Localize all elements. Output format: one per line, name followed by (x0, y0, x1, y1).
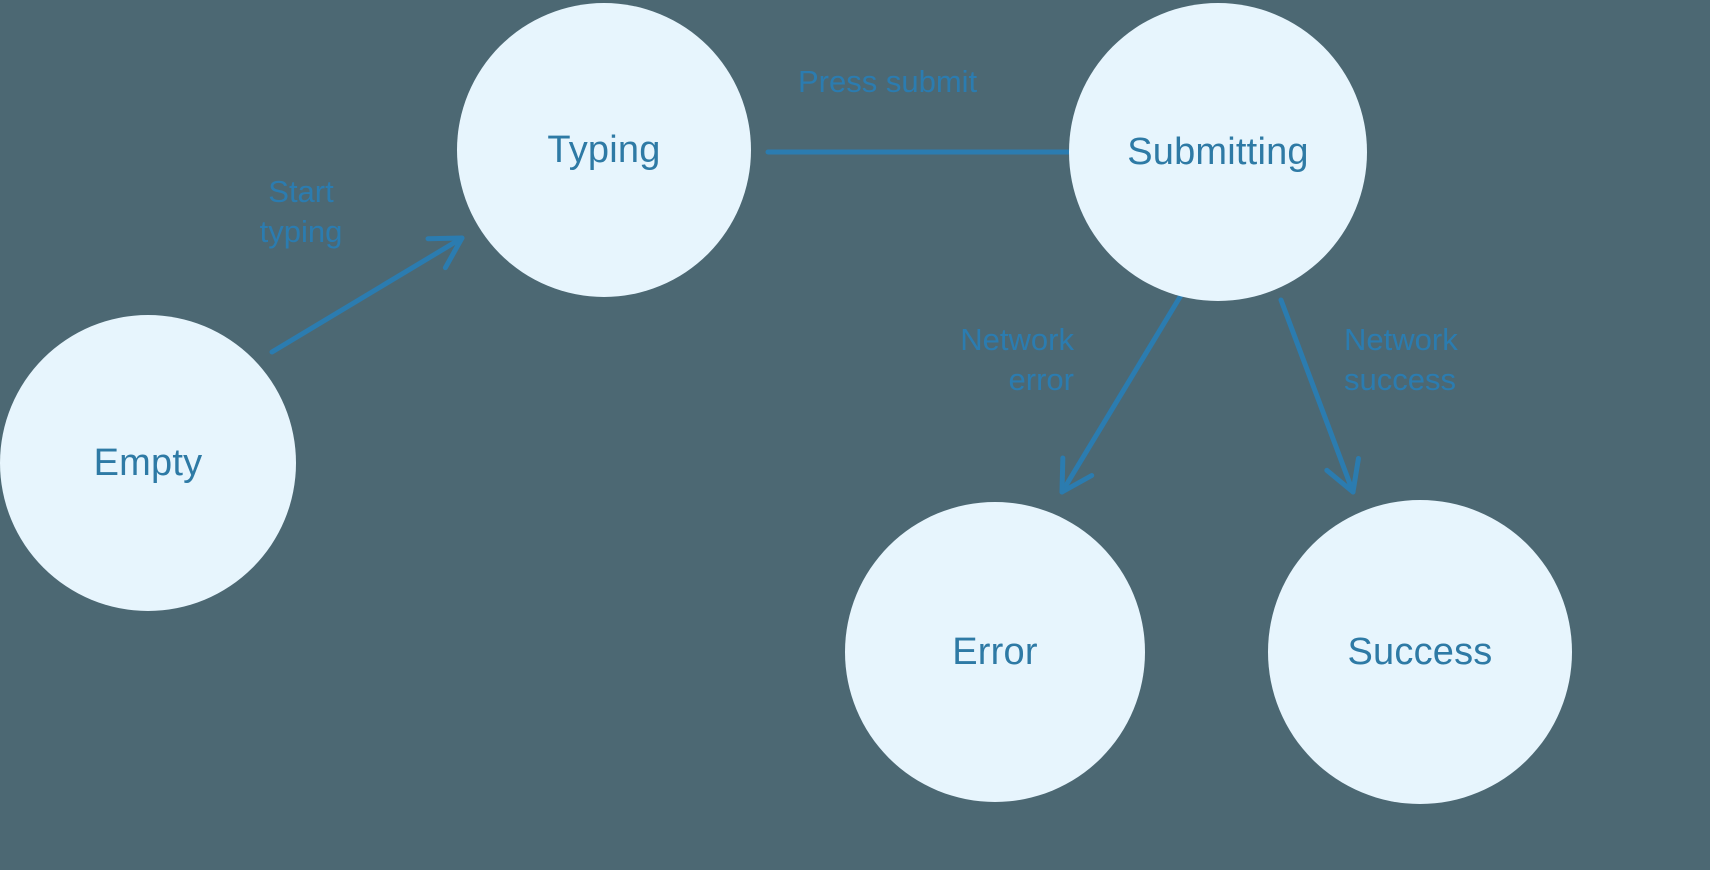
edge-submitting-to-error (1059, 289, 1186, 495)
edge-arrowhead-icon (425, 235, 465, 271)
edge-label-submitting-to-success: Network success (1344, 322, 1458, 397)
edge-label-submitting-to-error: Network error (960, 322, 1074, 397)
edge-label-typing-to-submitting: Press submit (798, 64, 978, 99)
edge-line (1059, 289, 1186, 495)
state-node-success[interactable]: Success (1268, 500, 1572, 804)
state-node-error[interactable]: Error (845, 502, 1145, 802)
edge-submitting-to-success (1278, 297, 1361, 495)
edge-arrowhead-icon (1059, 455, 1095, 495)
state-node-label: Empty (93, 442, 203, 484)
edge-arrowhead-icon (1324, 455, 1361, 495)
state-node-label: Success (1347, 631, 1493, 673)
state-node-label: Typing (547, 129, 661, 171)
edge-line (1278, 297, 1356, 495)
edge-empty-to-typing (269, 235, 465, 355)
state-node-label: Error (952, 631, 1038, 673)
edge-label-empty-to-typing: Start typing (259, 174, 343, 249)
state-node-empty[interactable]: Empty (0, 315, 296, 611)
state-node-submitting[interactable]: Submitting (1069, 3, 1367, 301)
state-node-typing[interactable]: Typing (457, 3, 751, 297)
edge-line (269, 235, 465, 355)
state-node-label: Submitting (1127, 131, 1309, 173)
